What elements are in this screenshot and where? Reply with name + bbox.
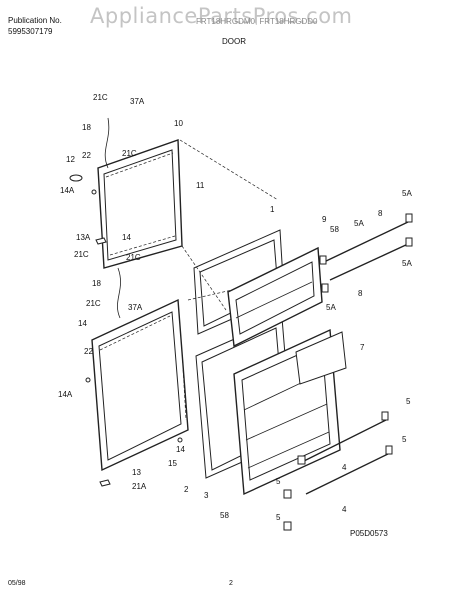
callout: 18 (82, 123, 91, 132)
callout: 21C (126, 253, 141, 262)
shelf-bars (283, 213, 413, 531)
callout: 21C (86, 299, 101, 308)
callout: 2 (184, 485, 189, 494)
callout: 5 (276, 477, 281, 486)
page-number: 2 (229, 580, 233, 587)
freezer-door-liner (227, 246, 323, 348)
callout: 8 (378, 209, 383, 218)
callout: 37A (130, 97, 145, 106)
callout: 13 (132, 468, 141, 477)
model-numbers: FRT18HRGDM0, FRT18HRGDD0 (196, 17, 318, 26)
publication-number: 5995307179 (8, 27, 53, 36)
wire-harness-upper (104, 117, 110, 169)
callout: 14 (78, 319, 87, 328)
callout: 21A (132, 482, 147, 491)
callout: 14A (58, 390, 73, 399)
callout-labels: 21C 37A 18 10 22 21C 12 14A 11 14 13A 21… (58, 93, 412, 522)
callout: 58 (220, 511, 229, 520)
footer-date: 05/98 (8, 580, 26, 587)
dairy-door (295, 331, 347, 385)
callout: 18 (92, 279, 101, 288)
callout: 5 (402, 435, 407, 444)
callout: 13A (76, 233, 91, 242)
publication-label: Publication No. (8, 16, 62, 25)
callout: 14 (176, 445, 185, 454)
callout: 7 (360, 343, 365, 352)
callout: 8 (358, 289, 363, 298)
callout: 3 (204, 491, 209, 500)
callout: 5A (326, 303, 336, 312)
fresh-food-door-panel (91, 298, 189, 472)
callout: 14 (122, 233, 131, 242)
callout: 21C (122, 149, 137, 158)
callout: 5 (406, 397, 411, 406)
callout: 21C (74, 250, 89, 259)
callout: 5 (276, 513, 281, 522)
watermark: AppliancePartsPros.com (90, 4, 353, 28)
wire-harness-lower (117, 267, 121, 319)
callout: 4 (342, 505, 347, 514)
freezer-door-panel (97, 139, 183, 269)
callout: 15 (168, 459, 177, 468)
callout: 4 (342, 463, 347, 472)
callout: 5A (402, 259, 412, 268)
callout: 9 (322, 215, 327, 224)
callout: 37A (128, 303, 143, 312)
callout: 12 (66, 155, 75, 164)
section-title: DOOR (222, 37, 246, 46)
callout: 1 (270, 205, 275, 214)
figure-code: P05D0573 (350, 529, 388, 538)
callout: 5A (354, 219, 364, 228)
hinge-cover (69, 174, 83, 182)
callout: 21C (93, 93, 108, 102)
callout: 58 (330, 225, 339, 234)
callout: 22 (82, 151, 91, 160)
callout: 22 (84, 347, 93, 356)
callout: 11 (196, 181, 205, 190)
callout: 5A (402, 189, 412, 198)
callout: 14A (60, 186, 75, 195)
callout: 10 (174, 119, 183, 128)
